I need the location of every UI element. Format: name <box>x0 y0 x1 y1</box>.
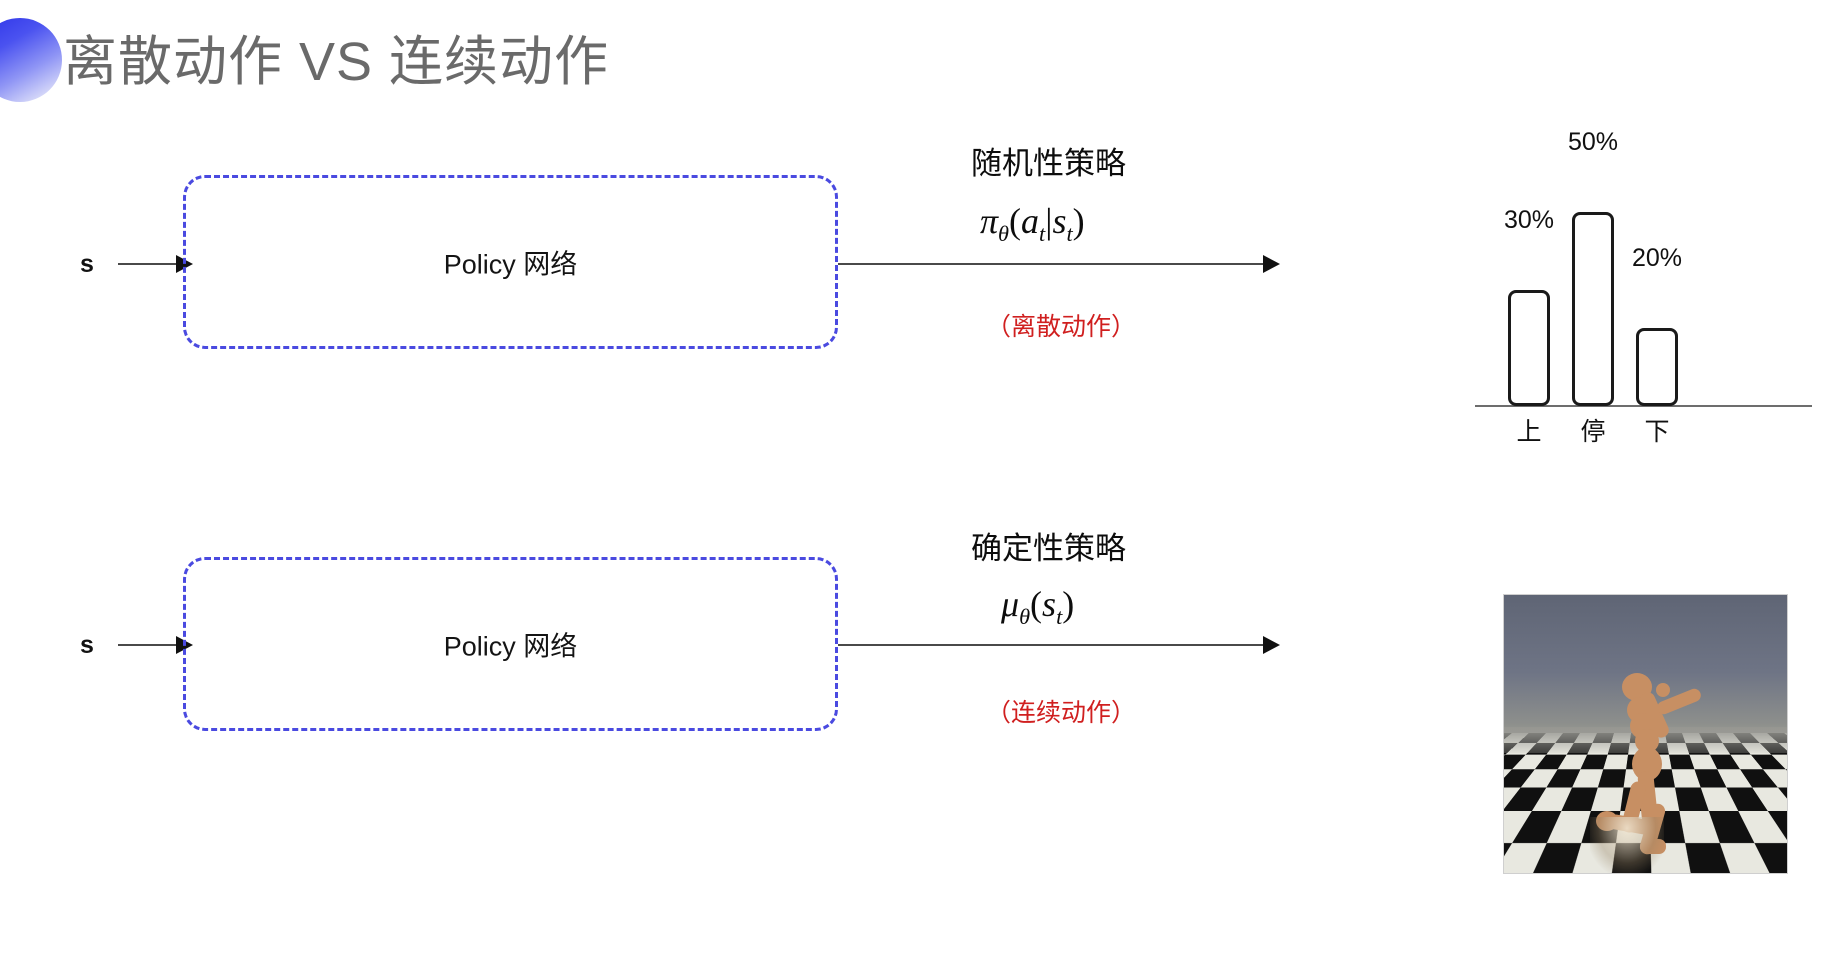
state-label-continuous: s <box>80 631 94 659</box>
bar-value-stop: 50% <box>1567 128 1619 156</box>
humanoid-hand <box>1656 683 1670 697</box>
formula-pi-sub: θ <box>998 221 1010 247</box>
policy-network-label-continuous: Policy 网络 <box>443 631 578 662</box>
policy-type-label-continuous: 确定性策略 <box>971 531 1126 566</box>
policy-type-label-discrete: 随机性策略 <box>971 146 1126 181</box>
formula-state-2: s <box>1042 584 1057 624</box>
policy-network-box-continuous[interactable]: Policy 网络 <box>183 557 838 731</box>
policy-formula-discrete: πθ(at|st) <box>980 200 1085 247</box>
action-type-note-discrete: （离散动作） <box>986 313 1137 341</box>
formula-close-paren-2: ) <box>1062 584 1075 624</box>
policy-network-box-discrete[interactable]: Policy 网络 <box>183 175 838 349</box>
bar-up <box>1508 290 1550 406</box>
bar-value-up: 30% <box>1503 206 1555 234</box>
formula-state: s <box>1052 201 1067 241</box>
formula-close-paren: ) <box>1072 201 1085 241</box>
bar-down <box>1636 328 1678 406</box>
chart-baseline-axis <box>1475 405 1812 407</box>
state-label-discrete: s <box>80 250 94 278</box>
formula-pi: π <box>980 201 999 241</box>
bar-category-down: 下 <box>1644 418 1670 446</box>
half-circle-gradient-icon <box>0 18 62 102</box>
output-arrow-line-discrete <box>838 263 1270 265</box>
policy-network-label-discrete: Policy 网络 <box>443 249 578 280</box>
input-arrow-line-discrete <box>118 263 182 265</box>
action-probability-bar-chart: 30% 上 50% 停 20% 下 <box>1468 100 1813 450</box>
action-type-note-continuous: （连续动作） <box>986 699 1137 727</box>
bar-category-up: 上 <box>1516 418 1542 446</box>
page-title: 离散动作 VS 连续动作 <box>63 32 610 92</box>
output-arrow-head-discrete <box>1263 255 1280 273</box>
bar-category-stop: 停 <box>1580 418 1606 446</box>
bar-stop <box>1572 212 1614 406</box>
humanoid-simulation-image <box>1503 594 1788 874</box>
formula-action: a <box>1021 201 1040 241</box>
output-arrow-head-continuous <box>1263 636 1280 654</box>
input-arrow-line-continuous <box>118 644 182 646</box>
formula-action-sub: t <box>1039 221 1046 247</box>
humanoid-floor-reflection <box>1590 817 1664 873</box>
output-arrow-line-continuous <box>838 644 1270 646</box>
formula-given-bar: | <box>1045 201 1053 241</box>
formula-open-paren: ( <box>1009 201 1022 241</box>
bar-value-down: 20% <box>1631 244 1683 272</box>
formula-mu: μ <box>1001 584 1020 624</box>
policy-formula-continuous: μθ(st) <box>1001 583 1074 630</box>
formula-state-sub-2: t <box>1056 604 1063 630</box>
formula-open-paren-2: ( <box>1030 584 1043 624</box>
formula-mu-sub: θ <box>1019 604 1031 630</box>
formula-state-sub: t <box>1066 221 1073 247</box>
